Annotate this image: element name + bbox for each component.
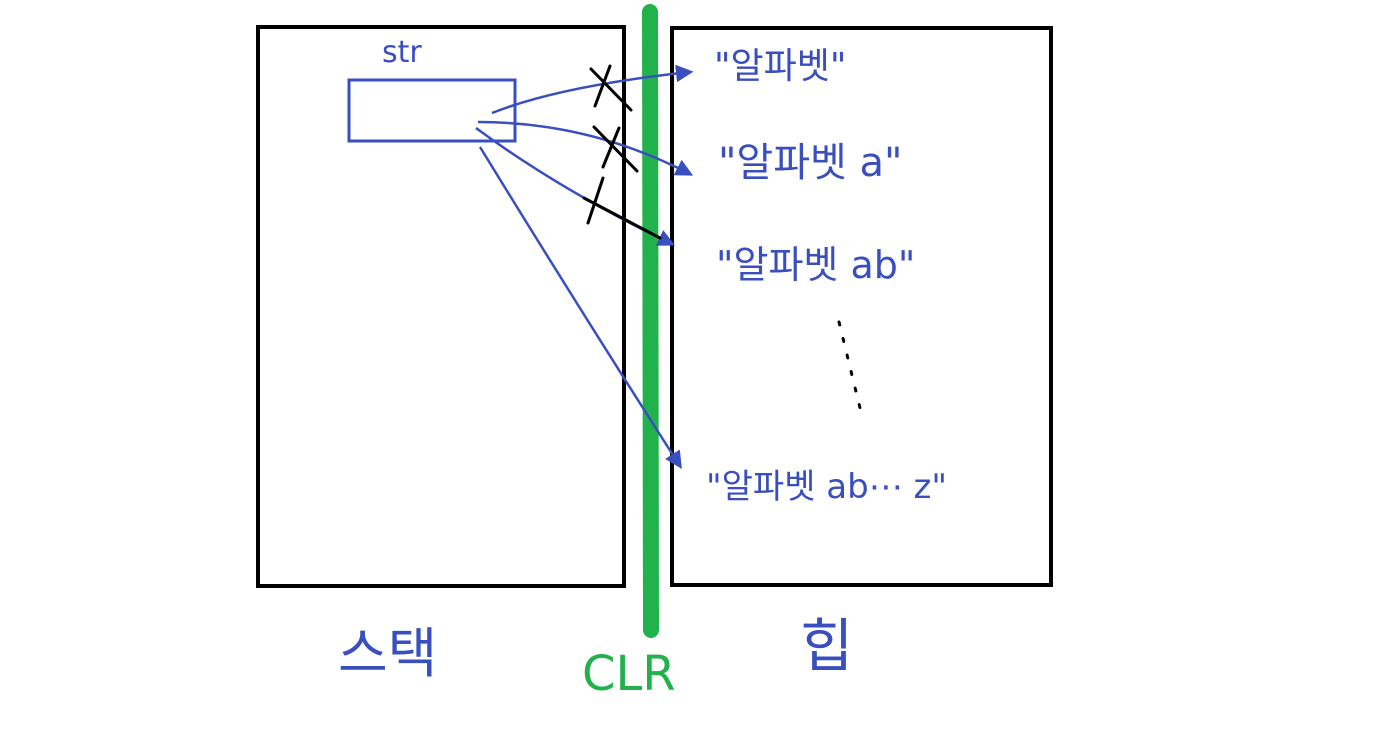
heap-string-2: "알파벳 a" xyxy=(718,140,902,186)
str-variable-box xyxy=(347,78,517,143)
cross-mark-3 xyxy=(582,176,662,240)
reference-arrow-1 xyxy=(491,64,694,115)
clr-barrier-line xyxy=(642,4,659,638)
clr-label: CLR xyxy=(582,646,676,702)
cross-mark-1 xyxy=(589,64,633,112)
str-variable-label: str xyxy=(382,35,422,70)
stack-region-label: 스택 xyxy=(338,622,437,685)
cross-mark-2 xyxy=(592,125,639,173)
heap-box xyxy=(670,26,1053,587)
stack-box xyxy=(256,25,626,588)
heap-string-1: "알파벳" xyxy=(714,46,846,87)
heap-region-label: 힙 xyxy=(800,612,853,680)
vertical-ellipsis xyxy=(837,320,862,410)
reference-arrow-2 xyxy=(477,120,694,176)
heap-string-4: "알파벳 ab⋯ z" xyxy=(706,467,947,507)
reference-arrow-4 xyxy=(478,146,682,469)
heap-string-3: "알파벳 ab" xyxy=(716,243,915,287)
